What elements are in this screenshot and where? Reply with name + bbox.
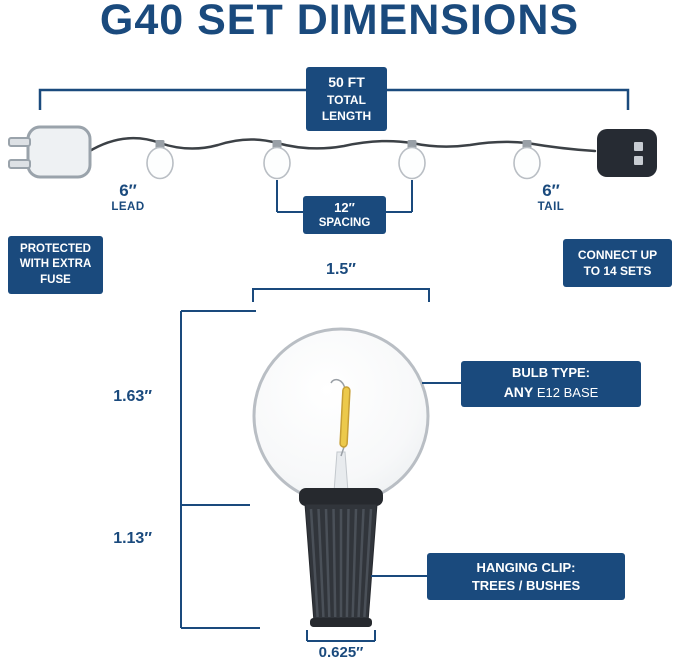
tail-value: 6″ (542, 181, 560, 200)
light-string (8, 125, 657, 180)
bulb-type-any: ANY (503, 383, 534, 400)
page-title: G40 SET DIMENSIONS (99, 0, 580, 44)
total-length-value: 50 FT (328, 74, 365, 91)
tail-word: TAIL (537, 200, 565, 213)
bulb-width-dimension-line (252, 288, 430, 302)
string-bulb (513, 140, 541, 180)
fuse-line2: WITH EXTRA (19, 258, 92, 271)
fuse-line3: FUSE (40, 273, 71, 286)
lead-length-label: 6″ LEAD (100, 181, 156, 214)
base-width-dimension-line (306, 630, 376, 642)
hanging-clip-title: HANGING CLIP: (476, 559, 576, 575)
led-filament (339, 386, 351, 448)
total-length-word2: LENGTH (321, 109, 372, 124)
callout-connector-lines (371, 382, 461, 577)
bulb-base-height-label: 1.13″ (113, 530, 152, 547)
bulb-glass-diagram (252, 327, 430, 505)
bulb-type-title: BULB TYPE: (512, 365, 590, 381)
bulb-type-callout: BULB TYPE: ANY E12 BASE (461, 361, 641, 407)
fuse-callout: PROTECTED WITH EXTRA FUSE (8, 236, 103, 294)
fuse-line1: PROTECTED (20, 242, 91, 255)
hanging-clip-detail: TREES / BUSHES (471, 577, 581, 593)
spacing-word: SPACING (318, 216, 371, 229)
spacing-value: 12″ (334, 199, 355, 215)
bulb-width-label: 1.5″ (326, 261, 356, 278)
total-length-word1: TOTAL (327, 93, 366, 108)
string-wire (86, 136, 597, 154)
base-width-label: 0.625″ (318, 644, 364, 661)
bulb-height-dimension-line (180, 310, 260, 629)
tail-length-label: 6″ TAIL (523, 181, 579, 214)
spacing-callout: 12″ SPACING (303, 196, 386, 234)
string-bulb (263, 140, 291, 180)
connect-line1: CONNECT UP (577, 247, 658, 262)
string-bulb (398, 140, 426, 180)
lead-word: LEAD (111, 200, 145, 213)
bulb-glass-height-label: 1.63″ (113, 388, 152, 405)
connect-callout: CONNECT UP TO 14 SETS (563, 239, 672, 287)
power-plug-graphic (8, 125, 92, 179)
lead-value: 6″ (119, 181, 137, 200)
bulb-type-base: E12 BASE (533, 384, 599, 400)
socket-clip-graphic (299, 488, 383, 627)
connect-line2: TO 14 SETS (583, 264, 652, 278)
string-bulb (146, 140, 174, 180)
bulb-type-detail: ANY E12 BASE (504, 382, 599, 404)
total-length-callout: 50 FT TOTAL LENGTH (306, 67, 387, 131)
end-connector-graphic (597, 129, 657, 177)
hanging-clip-callout: HANGING CLIP: TREES / BUSHES (427, 553, 625, 600)
